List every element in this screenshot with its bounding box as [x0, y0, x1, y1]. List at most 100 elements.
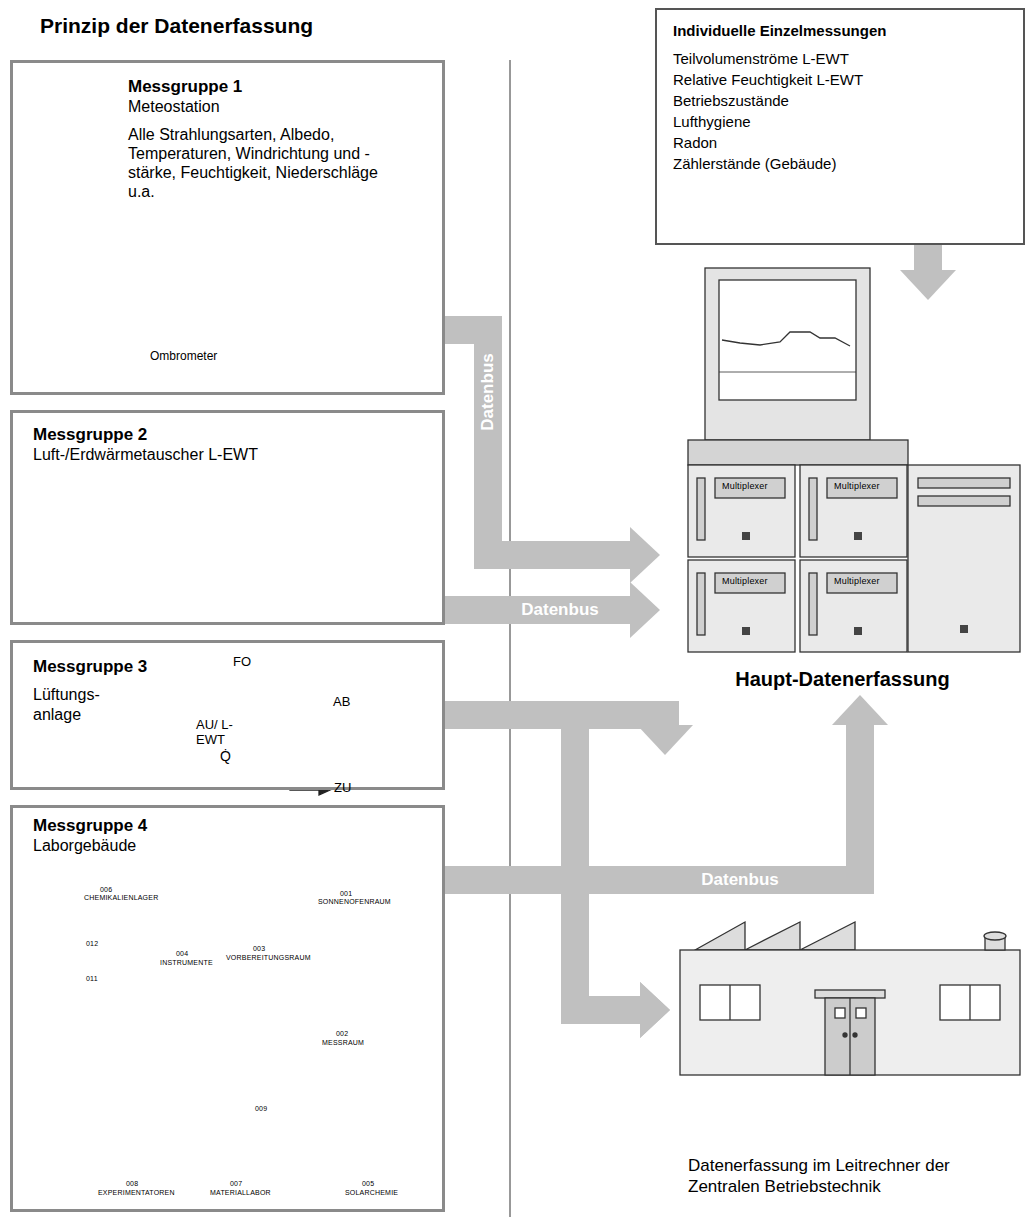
control-building-part: [969, 985, 970, 1020]
room-label: 006: [100, 886, 112, 894]
node-heading: Individuelle Einzelmessungen: [673, 22, 1023, 40]
room-label: 002: [336, 1030, 348, 1038]
control-building-part: [825, 998, 875, 1075]
bus-label: Datenbus: [518, 600, 601, 620]
measure-group-box: Messgruppe 2Luft-/Erdwärmetauscher L-EWT: [10, 410, 445, 625]
part-label: AU/ L-EWT: [196, 718, 240, 748]
control-building-part: [695, 922, 855, 950]
computer-system-part-part: [918, 478, 1010, 488]
computer-system-part-part: [742, 532, 750, 540]
computer-system-part-part: [715, 573, 785, 593]
node-text: Lüftungs- anlage: [33, 685, 123, 723]
computer-system-part: [908, 465, 1020, 652]
bus-label: Datenbus: [478, 350, 498, 433]
computer-system-part-part: [809, 478, 817, 540]
computer-system-part-part: [918, 496, 1010, 506]
computer-system-part: [742, 532, 968, 635]
node-heading: Messgruppe 1: [128, 77, 442, 97]
node-text: Lufthygiene: [673, 113, 1023, 131]
room-label: SOLARCHEMIE: [345, 1189, 398, 1197]
computer-system-part-part: [854, 532, 862, 540]
computer-system-part: [688, 465, 795, 557]
control-building-part: [700, 985, 760, 1020]
node-text: Luft-/Erdwärmetauscher L-EWT: [33, 445, 442, 464]
node-heading: Messgruppe 2: [33, 425, 442, 445]
data-bus-arrow: [445, 715, 640, 1010]
part-label: Q̇: [220, 748, 231, 764]
control-building-part: [984, 932, 1006, 940]
computer-system: [688, 268, 1020, 652]
room-label: 001: [340, 890, 352, 898]
control-building-part: [856, 1008, 866, 1018]
computer-system-part: [800, 465, 907, 557]
measurement-list-box: Individuelle EinzelmessungenTeilvolumens…: [655, 8, 1025, 245]
room-label: 012: [86, 940, 98, 948]
room-label: MATERIALLABOR: [210, 1189, 271, 1197]
measure-group-box: Messgruppe 4Laborgebäude: [10, 805, 445, 1212]
room-label: VORBEREITUNGSRAUM: [226, 954, 311, 962]
part-label: AB: [333, 695, 350, 710]
data-bus-arrow: [445, 596, 630, 624]
computer-system-part-part: [697, 478, 705, 540]
computer-system-part-part: [827, 478, 897, 498]
computer-system-part: [719, 280, 856, 400]
part-label: ZU: [334, 781, 351, 796]
computer-system-part-part: [809, 573, 817, 635]
computer-system-part: [719, 372, 856, 373]
computer-system-part-part: [960, 625, 968, 633]
data-bus-arrow: [445, 725, 860, 880]
room-label: EXPERIMENTATOREN: [98, 1189, 175, 1197]
room-label: CHEMIKALIENLAGER: [84, 894, 158, 902]
computer-system-part: [722, 332, 850, 346]
room-label: SONNENOFENRAUM: [318, 898, 391, 906]
control-building-part: [815, 990, 885, 998]
control-building-part: [940, 985, 1000, 1020]
computer-system-part-part: [715, 478, 785, 498]
control-building-part: [835, 1008, 845, 1018]
control-building: [680, 922, 1020, 1075]
data-bus-arrow: [445, 330, 630, 555]
divider-line: [510, 60, 511, 1217]
computer-system-part-part: [742, 627, 750, 635]
control-building-part: [849, 998, 850, 1075]
computer-system-part: [705, 268, 870, 440]
room-label: 007: [230, 1180, 242, 1188]
node-text: Betriebszustände: [673, 92, 1023, 110]
room-label: 008: [126, 1180, 138, 1188]
part-label: Ombrometer: [150, 350, 217, 364]
node-text: Teilvolumenströme L-EWT: [673, 50, 1023, 68]
computer-system-part: [688, 440, 908, 465]
control-building-part: [729, 985, 730, 1020]
control-building-part: [843, 1033, 847, 1037]
computer-system-part: [800, 560, 907, 652]
node-heading: Messgruppe 4: [33, 816, 442, 836]
measure-group-box: Messgruppe 3Lüftungs- anlage: [10, 640, 445, 790]
data-bus-arrow: [445, 880, 640, 1010]
node-text: Zählerstände (Gebäude): [673, 155, 1023, 173]
room-label: 011: [86, 975, 98, 983]
part-label: Multiplexer: [834, 576, 880, 586]
room-label: INSTRUMENTE: [160, 959, 213, 967]
computer-system-part-part: [697, 573, 705, 635]
diagram-title: Prinzip der Datenerfassung: [40, 14, 313, 38]
part-label: Multiplexer: [834, 481, 880, 491]
node-text: Laborgebäude: [33, 836, 442, 855]
node-text: Radon: [673, 134, 1023, 152]
node-text: Relative Feuchtigkeit L-EWT: [673, 71, 1023, 89]
room-label: 004: [176, 950, 188, 958]
computer-system-part: [688, 560, 795, 652]
room-label: 009: [255, 1105, 267, 1113]
control-building-part: [853, 1033, 857, 1037]
part-label: FO: [233, 655, 251, 670]
part-label: Multiplexer: [722, 576, 768, 586]
node-text: Alle Strahlungsarten, Albedo, Temperatur…: [128, 125, 393, 202]
part-label: Multiplexer: [722, 481, 768, 491]
control-computer: Datenerfassung im Leitrechner der Zentra…: [670, 915, 1025, 1207]
room-label: 003: [253, 945, 265, 953]
room-label: 005: [362, 1180, 374, 1188]
main-data-acquisition: Haupt-Datenerfassung: [660, 300, 1025, 695]
computer-system-part-part: [827, 573, 897, 593]
node-text: Meteostation: [128, 97, 442, 116]
bus-label: Datenbus: [698, 870, 781, 890]
